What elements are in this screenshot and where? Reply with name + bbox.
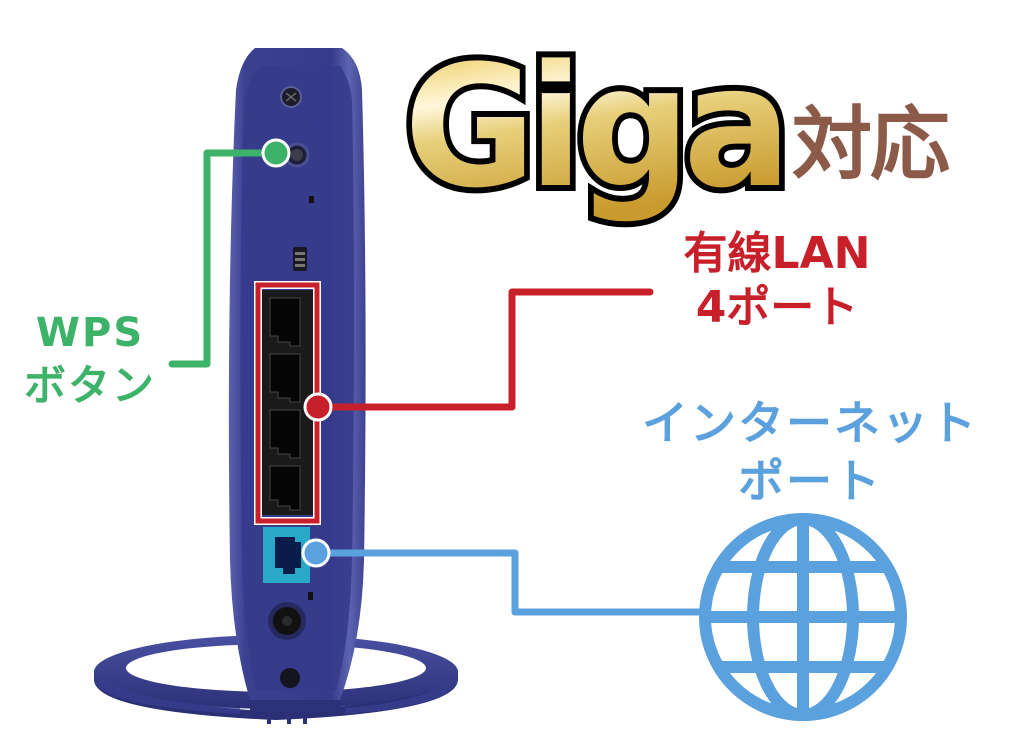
wps-button-label: WPS ボタン: [15, 313, 165, 407]
internet-label-line1: インターネット: [642, 396, 978, 450]
router-body: [228, 48, 366, 724]
wps-label-line1: WPS: [35, 310, 145, 356]
lan-label-line1: 有線LAN: [683, 228, 871, 279]
lan-ports-label: 有線LAN 4ポート: [652, 232, 902, 330]
internet-label-line2: ポート: [738, 454, 882, 508]
wps-connector-line: [168, 138, 291, 368]
giga-headline: Giga: [398, 23, 798, 231]
compatibility-suffix: 対応: [792, 98, 950, 191]
svg-text:Giga: Giga: [404, 29, 784, 225]
internet-port-label: インターネット ポート: [625, 400, 995, 504]
internet-connector-line: [301, 538, 704, 616]
lan-label-line2: 4ポート: [695, 282, 859, 333]
globe-icon: [699, 513, 907, 721]
lan-connector-line: [303, 288, 654, 422]
wps-label-line2: ボタン: [23, 361, 156, 410]
